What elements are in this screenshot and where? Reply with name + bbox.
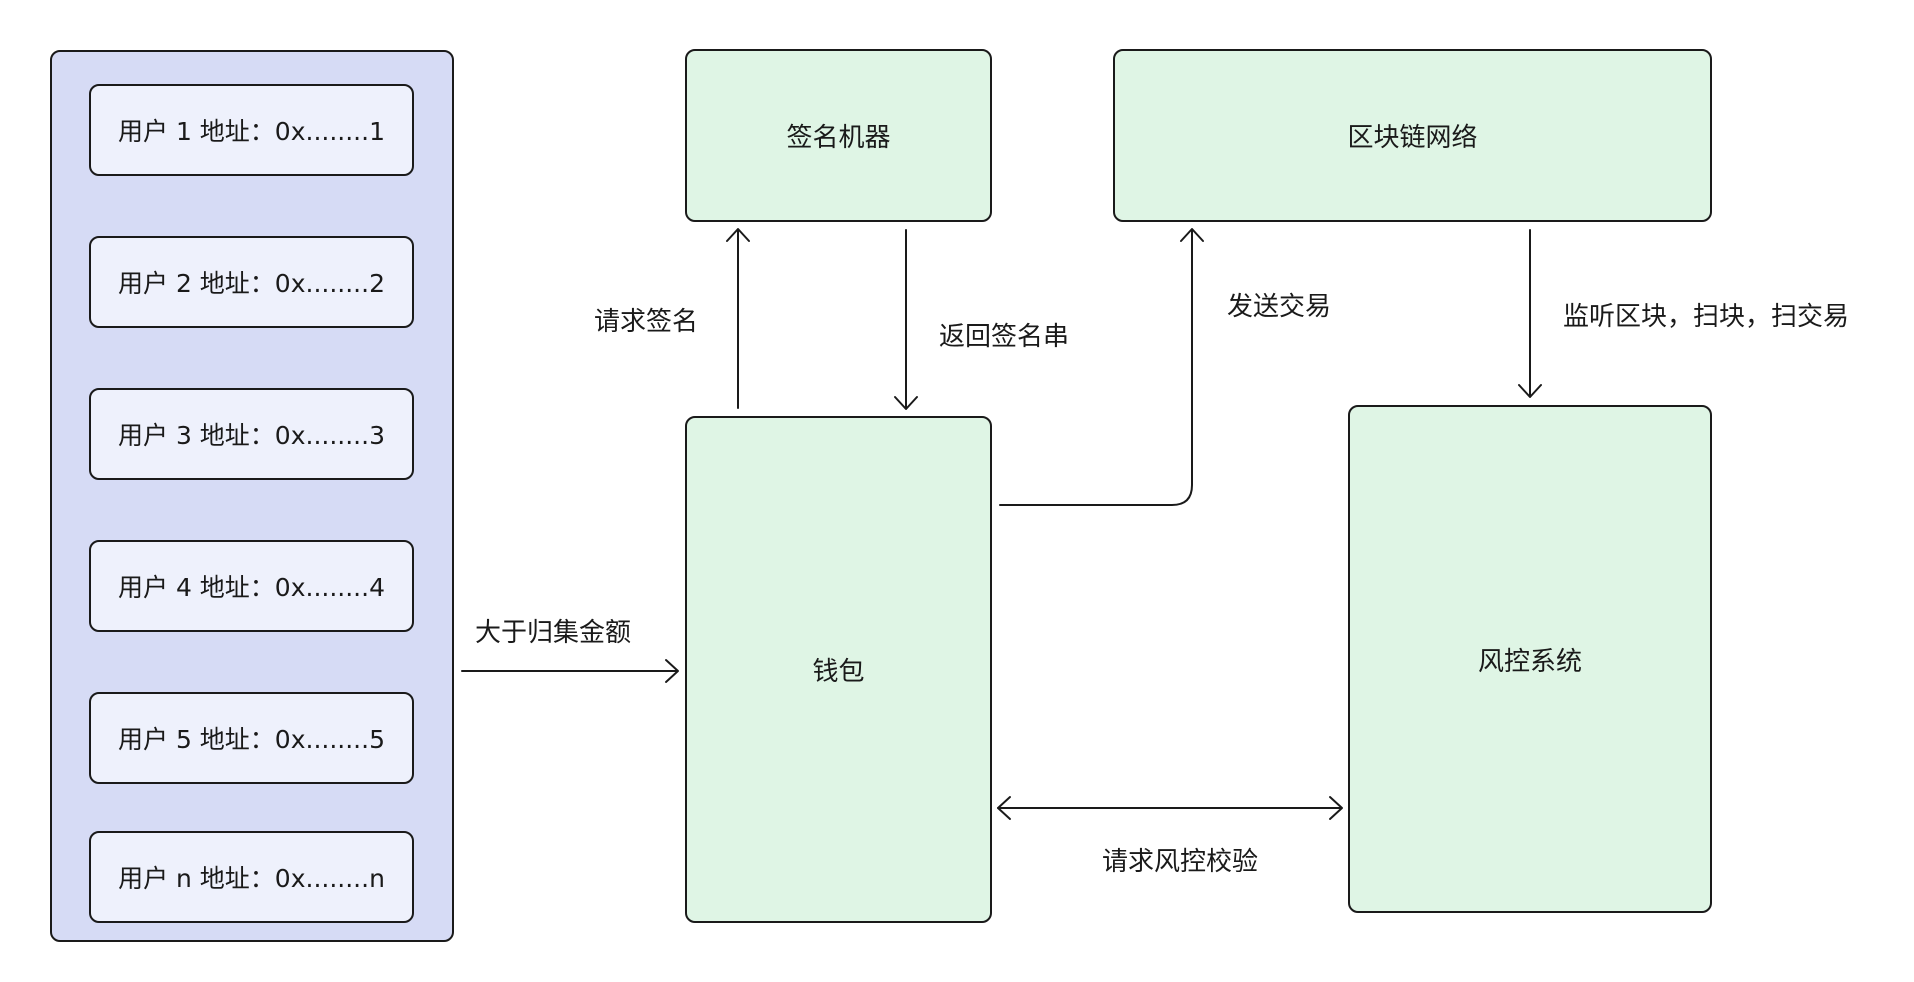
signer-label: 签名机器 bbox=[786, 123, 891, 153]
request-sign-arrow bbox=[726, 228, 750, 409]
risk-check-arrow bbox=[997, 796, 1343, 820]
risk-control-label: 风控系统 bbox=[1477, 646, 1582, 677]
user-address-label: 用户 2 地址：0x........2 bbox=[118, 269, 385, 298]
collect-edge-label: 大于归集金额 bbox=[475, 618, 632, 648]
user-address-box: 用户 4 地址：0x........4 bbox=[89, 540, 414, 632]
user-address-box: 用户 2 地址：0x........2 bbox=[89, 236, 414, 328]
risk-control-node: 风控系统 bbox=[1348, 405, 1712, 913]
wallet-node: 钱包 bbox=[685, 416, 992, 923]
user-address-box: 用户 3 地址：0x........3 bbox=[89, 388, 414, 480]
user-address-label: 用户 5 地址：0x........5 bbox=[118, 725, 385, 754]
send-tx-arrow bbox=[999, 228, 1204, 506]
request-sign-edge-label: 请求签名 bbox=[594, 307, 699, 337]
signer-node: 签名机器 bbox=[685, 49, 992, 222]
user-address-box: 用户 n 地址：0x........n bbox=[89, 831, 414, 923]
blockchain-node: 区块链网络 bbox=[1113, 49, 1712, 222]
collect-arrow bbox=[461, 659, 679, 683]
listen-arrow bbox=[1518, 229, 1542, 398]
return-sign-arrow bbox=[894, 229, 918, 410]
send-tx-edge-label: 发送交易 bbox=[1227, 292, 1332, 322]
user-address-box: 用户 5 地址：0x........5 bbox=[89, 692, 414, 784]
user-address-group bbox=[50, 50, 454, 942]
user-address-label: 用户 3 地址：0x........3 bbox=[118, 421, 385, 450]
wallet-label: 钱包 bbox=[812, 657, 865, 687]
user-address-label: 用户 4 地址：0x........4 bbox=[118, 573, 385, 602]
user-address-label: 用户 n 地址：0x........n bbox=[118, 864, 385, 893]
user-address-label: 用户 1 地址：0x........1 bbox=[118, 117, 385, 146]
blockchain-label: 区块链网络 bbox=[1347, 123, 1478, 153]
return-sign-edge-label: 返回签名串 bbox=[939, 322, 1070, 352]
user-address-box: 用户 1 地址：0x........1 bbox=[89, 84, 414, 176]
listen-edge-label: 监听区块，扫块，扫交易 bbox=[1563, 302, 1850, 332]
risk-check-edge-label: 请求风控校验 bbox=[1102, 847, 1259, 877]
